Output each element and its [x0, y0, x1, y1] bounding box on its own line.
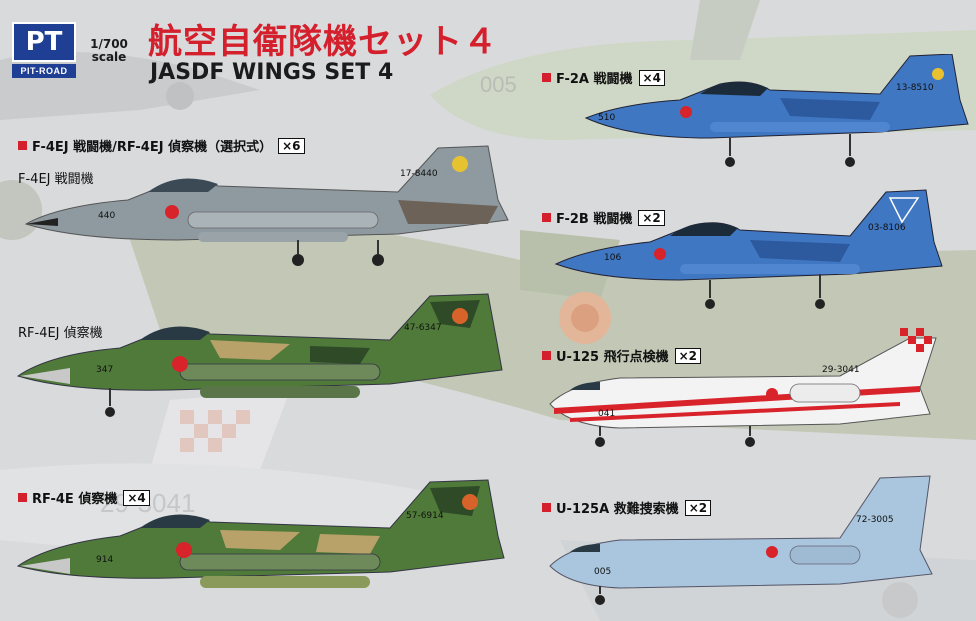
u125-tail-number: 29-3041 [822, 365, 860, 375]
rf4e-qty: ×4 [123, 489, 150, 506]
f2a-tail-number: 13-8510 [896, 83, 934, 93]
rf4e-nose-number: 914 [96, 555, 113, 565]
f4-group-label: F-4EJ 戦闘機/RF-4EJ 偵察機（選択式） ×6 [18, 136, 305, 155]
bullet-square [542, 73, 551, 82]
f2a-nose-number: 510 [598, 113, 615, 123]
ghost-number-1: 005 [480, 72, 517, 97]
f2a-qty: ×4 [638, 69, 665, 86]
rf4e-illustration: 914 57-6914 [16, 479, 505, 588]
f2b-label: F-2B 戦闘機 ×2 [542, 208, 665, 227]
scale-block: 1/700 scale [84, 38, 134, 64]
f2b-tail-number: 03-8106 [868, 223, 906, 233]
u125-nose-number: 041 [598, 409, 615, 419]
u125a-tail-number: 72-3005 [856, 515, 894, 525]
u125a-nose-number: 005 [594, 567, 611, 577]
f4ej-illustration: 440 17-8440 [24, 145, 509, 266]
u125a-qty: ×2 [684, 499, 712, 516]
rf4ej-label: RF-4EJ 偵察機 [18, 326, 103, 341]
u125a-illustration: 005 72-3005 [549, 475, 933, 605]
u125-label: U-125 飛行点検機 ×2 [542, 346, 702, 365]
rf4e-tail-number: 57-6914 [406, 511, 444, 521]
f2a-label: F-2A 戦闘機 ×4 [542, 68, 665, 87]
pit-road-logo: PT PIT-ROAD [12, 22, 76, 78]
f2b-qty: ×2 [638, 209, 665, 226]
bullet-square [542, 213, 551, 222]
page-title-en: JASDF WINGS SET 4 [150, 60, 394, 85]
f2a-text: F-2A 戦闘機 [556, 72, 633, 87]
f4ej-label: F-4EJ 戦闘機 [18, 172, 94, 187]
f2b-text: F-2B 戦闘機 [556, 212, 633, 227]
bullet-square [542, 351, 551, 360]
bullet-square [18, 493, 27, 502]
logo-mark: PT [12, 22, 76, 62]
f2b-illustration: 106 03-8106 [554, 189, 943, 309]
bullet-square [542, 503, 551, 512]
f2b-nose-number: 106 [604, 253, 621, 263]
rf4e-label: RF-4E 偵察機 ×4 [18, 488, 150, 507]
checker-tail [900, 328, 932, 352]
rf4e-text: RF-4E 偵察機 [32, 492, 118, 507]
f4-group-qty: ×6 [278, 137, 305, 154]
scale-ratio: 1/700 [90, 37, 128, 51]
page-title-jp: 航空自衛隊機セット４ [148, 22, 498, 62]
u125a-label: U-125A 救難捜索機 ×2 [542, 498, 712, 517]
scale-word: scale [91, 50, 127, 64]
rf4ej-nose-number: 347 [96, 365, 113, 375]
u125-qty: ×2 [674, 347, 702, 364]
f4ej-nose-number: 440 [98, 211, 115, 221]
rf4ej-illustration: 347 47-6347 [16, 293, 503, 417]
f4ej-tail-number: 17-8440 [400, 169, 438, 179]
f2a-illustration: 510 13-8510 [584, 54, 969, 167]
rf4ej-tail-number: 47-6347 [404, 323, 442, 333]
logo-text: PIT-ROAD [12, 64, 76, 78]
u125a-text: U-125A 救難捜索機 [556, 502, 679, 517]
bullet-square [18, 141, 27, 150]
f4-group-text: F-4EJ 戦闘機/RF-4EJ 偵察機（選択式） [32, 140, 273, 155]
u125-illustration: 041 29-3041 [549, 328, 937, 447]
u125-text: U-125 飛行点検機 [556, 350, 669, 365]
